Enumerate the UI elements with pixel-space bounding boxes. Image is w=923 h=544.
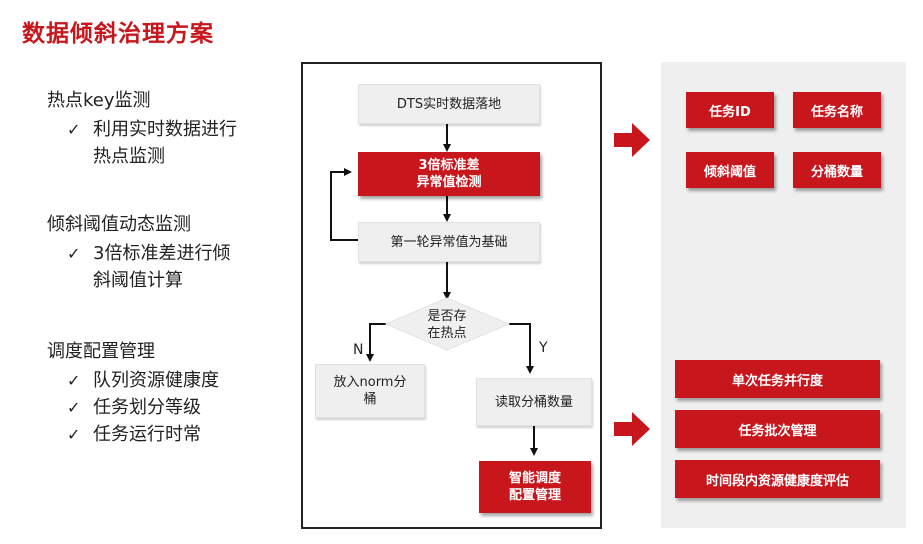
label-yes: Y	[539, 340, 548, 356]
label-no: N	[353, 342, 364, 358]
tag-bucket-count: 分桶数量	[793, 152, 881, 188]
arrow-feedback-loop	[330, 168, 358, 241]
section-heading: 热点key监测	[47, 90, 151, 111]
bullet-item: ✓利用实时数据进行 热点监测	[47, 116, 237, 170]
section-heading: 倾斜阈值动态监测	[47, 214, 191, 235]
bullet-item: ✓队列资源健康度	[47, 367, 219, 394]
bullet-item: ✓3倍标准差进行倾 斜阈值计算	[47, 240, 230, 294]
decision-diamond	[384, 297, 511, 351]
tag-skew-threshold: 倾斜阈值	[686, 152, 774, 188]
section-schedule: 调度配置管理 ✓队列资源健康度 ✓任务划分等级 ✓任务运行时常	[47, 337, 219, 448]
arrow-decision-no	[366, 323, 386, 362]
node-smart-schedule: 智能调度 配置管理	[479, 461, 591, 513]
tag-resource-health: 时间段内资源健康度评估	[675, 460, 880, 498]
arrow-right-icon	[614, 123, 650, 157]
section-heading: 调度配置管理	[47, 341, 155, 362]
tag-task-id: 任务ID	[686, 92, 774, 128]
attributes-panel	[661, 62, 906, 528]
flowchart-frame	[301, 62, 602, 529]
check-icon: ✓	[67, 371, 81, 390]
page-title: 数据倾斜治理方案	[22, 21, 214, 47]
tag-task-name: 任务名称	[793, 92, 881, 128]
bullet-item: ✓任务划分等级	[47, 394, 219, 421]
section-hotkey: 热点key监测 ✓利用实时数据进行 热点监测	[47, 86, 237, 170]
arrow-decision-yes	[509, 323, 534, 374]
check-icon: ✓	[67, 425, 81, 444]
tag-batch-management: 任务批次管理	[675, 410, 880, 448]
check-icon: ✓	[67, 398, 81, 417]
check-icon: ✓	[67, 244, 81, 263]
check-icon: ✓	[67, 120, 81, 139]
node-dts: DTS实时数据落地	[358, 84, 540, 124]
section-threshold: 倾斜阈值动态监测 ✓3倍标准差进行倾 斜阈值计算	[47, 210, 230, 294]
bullet-item: ✓任务运行时常	[47, 421, 219, 448]
node-norm-bucket: 放入norm分 桶	[315, 364, 425, 418]
decision-label: 是否存 在热点	[427, 309, 467, 341]
tag-task-parallelism: 单次任务并行度	[675, 360, 880, 398]
arrow-right-icon	[614, 412, 650, 446]
node-first-round: 第一轮异常值为基础	[358, 222, 540, 262]
node-std-detect: 3倍标准差 异常值检测	[358, 152, 540, 196]
node-read-bucket: 读取分桶数量	[476, 378, 592, 426]
